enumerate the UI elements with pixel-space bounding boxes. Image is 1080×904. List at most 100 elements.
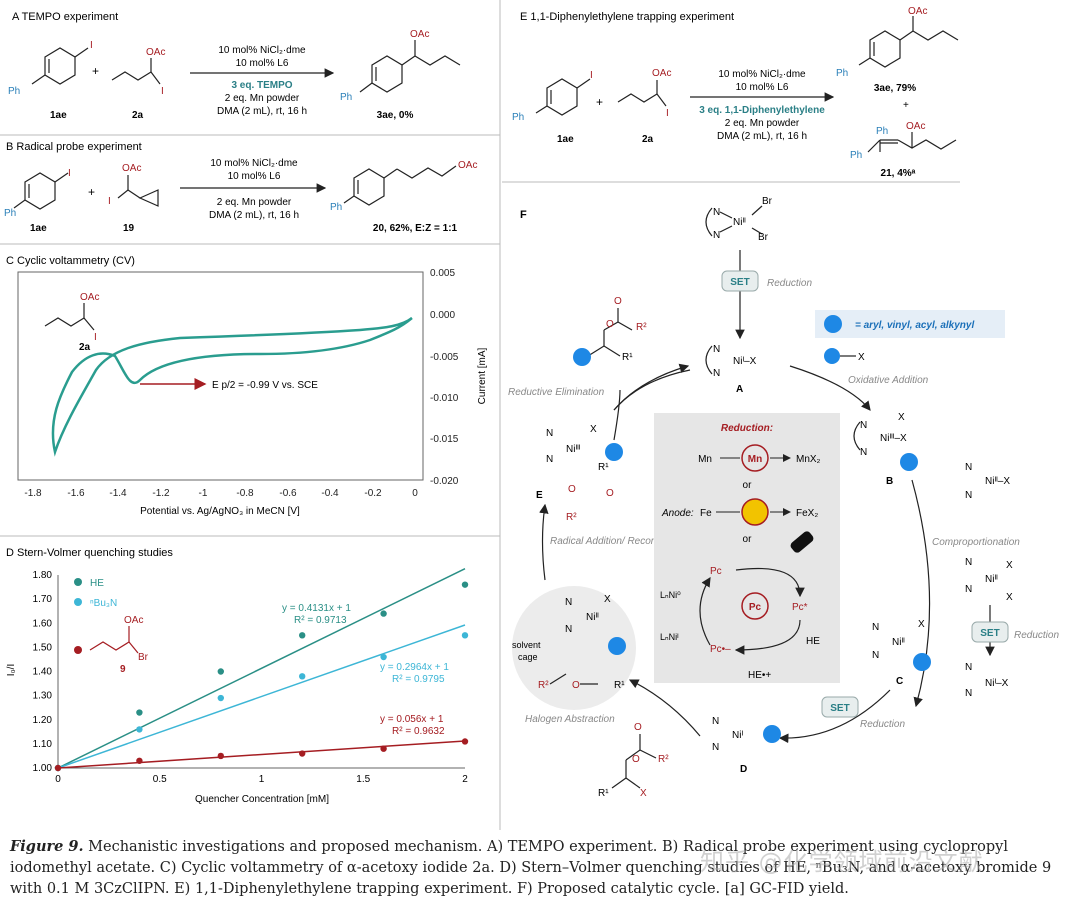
- svg-text:10 mol% NiCl₂·dme: 10 mol% NiCl₂·dme: [218, 45, 306, 56]
- svg-text:Quencher Concentration [mM]: Quencher Concentration [mM]: [195, 794, 329, 805]
- svg-text:Niᴵᴵ: Niᴵᴵ: [586, 612, 599, 623]
- svg-text:9: 9: [120, 664, 126, 675]
- x-tick-label: 0.5: [153, 774, 167, 785]
- svg-text:O: O: [614, 296, 622, 307]
- svg-text:N: N: [713, 207, 720, 218]
- data-point: [217, 694, 224, 702]
- svg-text:DMA (2 mL), rt, 16 h: DMA (2 mL), rt, 16 h: [209, 210, 299, 221]
- y-tick-label: 1.70: [33, 594, 53, 605]
- svg-text:-0.010: -0.010: [430, 393, 459, 404]
- svg-text:0: 0: [412, 488, 418, 499]
- svg-text:I: I: [68, 168, 71, 179]
- data-point: [380, 610, 387, 617]
- fit-r2: R² = 0.9632: [392, 726, 445, 737]
- svg-text:X: X: [898, 412, 905, 423]
- panel-f: F N N Niᴵᴵ Br Br SET Reduction = aryl, v…: [508, 196, 1059, 799]
- legend-marker: [74, 598, 82, 606]
- fit-line: [57, 740, 466, 769]
- svg-text:Niᴵ–X: Niᴵ–X: [985, 678, 1009, 689]
- svg-text:Niᴵᴵᴵ–X: Niᴵᴵᴵ–X: [880, 433, 907, 444]
- svg-text:1ae: 1ae: [557, 134, 574, 145]
- fit-r2: R² = 0.9713: [294, 615, 347, 626]
- svg-text:-0.4: -0.4: [321, 488, 339, 499]
- svg-text:+: +: [903, 100, 909, 111]
- y-tick-label: 1.20: [33, 715, 53, 726]
- svg-text:N: N: [965, 490, 972, 501]
- svg-text:Mn: Mn: [698, 454, 712, 465]
- y-tick-label: 1.40: [33, 667, 53, 678]
- fit-line: [57, 624, 466, 769]
- svg-text:FeX₂: FeX₂: [796, 508, 818, 519]
- svg-text:MnX₂: MnX₂: [796, 454, 821, 465]
- svg-text:-0.8: -0.8: [236, 488, 254, 499]
- svg-text:2 eq. Mn powder: 2 eq. Mn powder: [217, 197, 292, 208]
- svg-text:N: N: [872, 622, 879, 633]
- svg-text:Halogen Abstraction: Halogen Abstraction: [525, 714, 615, 725]
- svg-text:-0.6: -0.6: [279, 488, 297, 499]
- svg-text:-0.2: -0.2: [364, 488, 382, 499]
- panel-a: A TEMPO experiment I Ph 1ae + OAc I 2a 1…: [8, 11, 461, 121]
- svg-text:3 eq. 1,1-Diphenylethylene: 3 eq. 1,1-Diphenylethylene: [699, 105, 825, 116]
- data-point: [299, 673, 306, 680]
- svg-text:3 eq. TEMPO: 3 eq. TEMPO: [231, 80, 292, 91]
- svg-text:N: N: [965, 462, 972, 473]
- fit-equation: y = 0.056x + 1: [380, 714, 444, 725]
- svg-text:HE•+: HE•+: [748, 670, 771, 681]
- svg-text:10 mol% L6: 10 mol% L6: [236, 58, 289, 69]
- svg-text:solvent: solvent: [512, 640, 541, 650]
- svg-text:N: N: [860, 420, 867, 431]
- svg-text:N: N: [965, 557, 972, 568]
- svg-text:OAc: OAc: [908, 6, 927, 17]
- svg-text:2a: 2a: [642, 134, 654, 145]
- data-point: [54, 764, 62, 772]
- solvent-cage: [512, 586, 636, 710]
- svg-text:O: O: [606, 488, 614, 499]
- legend-r-dot: [824, 315, 842, 333]
- svg-text:SET: SET: [730, 277, 749, 288]
- svg-text:Reduction: Reduction: [1014, 630, 1059, 641]
- svg-text:Reduction: Reduction: [860, 719, 905, 730]
- svg-text:N: N: [965, 688, 972, 699]
- legend-marker: [74, 646, 82, 654]
- legend-marker: [74, 578, 82, 586]
- svg-text:10 mol% L6: 10 mol% L6: [228, 171, 281, 182]
- svg-text:HE: HE: [806, 636, 820, 647]
- svg-text:-1.4: -1.4: [109, 488, 127, 499]
- svg-text:I: I: [666, 108, 669, 119]
- svg-text:N: N: [860, 447, 867, 458]
- svg-text:I: I: [90, 40, 93, 51]
- data-point: [380, 745, 387, 752]
- svg-text:X: X: [918, 619, 925, 630]
- svg-text:+: +: [88, 185, 95, 199]
- svg-text:SET: SET: [980, 628, 999, 639]
- svg-text:OAc: OAc: [124, 615, 143, 626]
- svg-text:N: N: [965, 662, 972, 673]
- svg-text:Niᴵ: Niᴵ: [732, 730, 743, 741]
- svg-text:A: A: [736, 384, 743, 395]
- label-2a: 2a: [132, 110, 144, 121]
- svg-text:R¹: R¹: [622, 352, 633, 363]
- x-tick-label: 2: [462, 774, 468, 785]
- svg-text:or: or: [743, 480, 753, 491]
- svg-text:OAc: OAc: [146, 47, 165, 58]
- svg-text:X: X: [1006, 560, 1013, 571]
- fit-equation: y = 0.4131x + 1: [282, 603, 351, 614]
- data-point: [136, 726, 143, 733]
- svg-text:C Cyclic voltammetry (CV): C Cyclic voltammetry (CV): [6, 255, 135, 267]
- svg-text:-1.2: -1.2: [152, 488, 170, 499]
- y-tick-label: 1.50: [33, 642, 53, 653]
- legend-label: ⁿBu₃N: [90, 598, 117, 609]
- svg-text:Mn: Mn: [748, 454, 762, 465]
- svg-text:Niᴵᴵ: Niᴵᴵ: [892, 637, 905, 648]
- svg-text:X: X: [858, 352, 865, 363]
- svg-text:20, 62%, E:Z = 1:1: 20, 62%, E:Z = 1:1: [373, 223, 458, 234]
- svg-text:X: X: [590, 424, 597, 435]
- svg-text:Ph: Ph: [8, 86, 20, 97]
- svg-text:-1.6: -1.6: [67, 488, 85, 499]
- svg-text:N: N: [565, 597, 572, 608]
- svg-text:N: N: [872, 650, 879, 661]
- svg-text:LₙNiᴵ: LₙNiᴵ: [660, 632, 679, 642]
- y-tick-label: 1.80: [33, 570, 53, 581]
- svg-text:10 mol% NiCl₂·dme: 10 mol% NiCl₂·dme: [718, 69, 806, 80]
- svg-text:1ae: 1ae: [30, 223, 47, 234]
